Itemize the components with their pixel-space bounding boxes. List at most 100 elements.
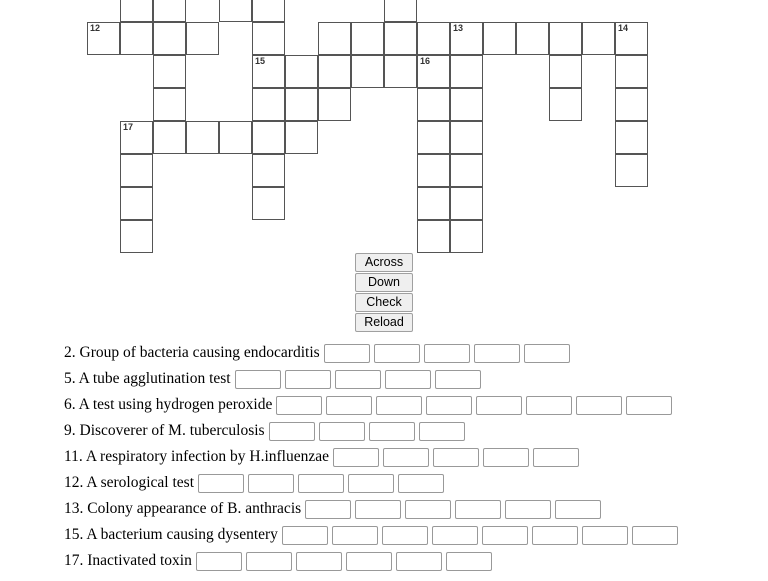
crossword-cell[interactable] <box>549 88 582 121</box>
crossword-cell[interactable] <box>252 0 285 22</box>
crossword-cell[interactable] <box>615 88 648 121</box>
answer-letter-input[interactable] <box>268 421 315 441</box>
answer-letter-input[interactable] <box>434 369 481 389</box>
crossword-cell[interactable] <box>549 22 582 55</box>
answer-letter-input[interactable] <box>483 447 529 467</box>
answer-letter-input[interactable] <box>195 551 242 571</box>
crossword-cell[interactable] <box>186 121 219 154</box>
crossword-cell[interactable] <box>483 22 516 55</box>
crossword-cell[interactable] <box>582 22 615 55</box>
crossword-cell[interactable] <box>285 55 318 88</box>
answer-letter-input[interactable] <box>526 395 573 415</box>
crossword-cell[interactable] <box>450 154 483 187</box>
answer-letter-input[interactable] <box>284 369 331 389</box>
crossword-cell[interactable] <box>450 55 483 88</box>
answer-letter-input[interactable] <box>445 551 492 571</box>
crossword-cell[interactable] <box>417 88 450 121</box>
answer-letter-input[interactable] <box>626 395 673 415</box>
crossword-cell[interactable] <box>417 121 450 154</box>
answer-letter-input[interactable] <box>505 499 552 519</box>
crossword-cell[interactable] <box>120 220 153 253</box>
answer-letter-input[interactable] <box>476 395 523 415</box>
crossword-cell[interactable] <box>417 220 450 253</box>
crossword-cell[interactable]: 15 <box>252 55 285 88</box>
crossword-cell[interactable] <box>450 220 483 253</box>
crossword-cell[interactable] <box>252 154 285 187</box>
crossword-cell[interactable] <box>285 121 318 154</box>
crossword-cell[interactable] <box>417 187 450 220</box>
crossword-cell[interactable] <box>417 22 450 55</box>
answer-letter-input[interactable] <box>423 343 470 363</box>
crossword-cell[interactable] <box>219 121 252 154</box>
answer-letter-input[interactable] <box>281 525 328 545</box>
crossword-cell[interactable] <box>318 88 351 121</box>
crossword-cell[interactable] <box>252 88 285 121</box>
answer-letter-input[interactable] <box>523 343 570 363</box>
across-button[interactable]: Across <box>355 253 413 272</box>
crossword-cell[interactable] <box>384 0 417 22</box>
crossword-cell[interactable] <box>384 22 417 55</box>
answer-letter-input[interactable] <box>631 525 678 545</box>
crossword-cell[interactable] <box>153 121 186 154</box>
answer-letter-input[interactable] <box>555 499 602 519</box>
crossword-cell[interactable] <box>351 22 384 55</box>
answer-letter-input[interactable] <box>481 525 528 545</box>
crossword-cell[interactable] <box>549 55 582 88</box>
crossword-cell[interactable] <box>153 22 186 55</box>
answer-letter-input[interactable] <box>298 473 345 493</box>
crossword-cell[interactable] <box>120 187 153 220</box>
answer-letter-input[interactable] <box>581 525 628 545</box>
crossword-cell[interactable] <box>615 154 648 187</box>
answer-letter-input[interactable] <box>295 551 342 571</box>
answer-letter-input[interactable] <box>198 473 245 493</box>
check-button[interactable]: Check <box>355 293 413 312</box>
crossword-cell[interactable]: 13 <box>450 22 483 55</box>
answer-letter-input[interactable] <box>405 499 452 519</box>
crossword-cell[interactable]: 16 <box>417 55 450 88</box>
crossword-cell[interactable] <box>153 55 186 88</box>
answer-letter-input[interactable] <box>234 369 281 389</box>
crossword-cell[interactable]: 17 <box>120 121 153 154</box>
answer-letter-input[interactable] <box>418 421 465 441</box>
crossword-cell[interactable] <box>186 22 219 55</box>
answer-letter-input[interactable] <box>455 499 502 519</box>
answer-letter-input[interactable] <box>333 447 379 467</box>
crossword-cell[interactable] <box>120 22 153 55</box>
answer-letter-input[interactable] <box>331 525 378 545</box>
answer-letter-input[interactable] <box>305 499 352 519</box>
crossword-cell[interactable] <box>417 154 450 187</box>
answer-letter-input[interactable] <box>576 395 623 415</box>
crossword-cell[interactable] <box>450 88 483 121</box>
crossword-cell[interactable]: 14 <box>615 22 648 55</box>
answer-letter-input[interactable] <box>473 343 520 363</box>
down-button[interactable]: Down <box>355 273 413 292</box>
crossword-cell[interactable] <box>450 187 483 220</box>
crossword-cell[interactable] <box>516 22 549 55</box>
answer-letter-input[interactable] <box>381 525 428 545</box>
answer-letter-input[interactable] <box>345 551 392 571</box>
crossword-cell[interactable] <box>252 22 285 55</box>
crossword-cell[interactable] <box>252 121 285 154</box>
answer-letter-input[interactable] <box>398 473 445 493</box>
answer-letter-input[interactable] <box>373 343 420 363</box>
answer-letter-input[interactable] <box>368 421 415 441</box>
answer-letter-input[interactable] <box>318 421 365 441</box>
answer-letter-input[interactable] <box>533 447 579 467</box>
answer-letter-input[interactable] <box>248 473 295 493</box>
answer-letter-input[interactable] <box>384 369 431 389</box>
answer-letter-input[interactable] <box>326 395 373 415</box>
crossword-cell[interactable] <box>615 55 648 88</box>
reload-button[interactable]: Reload <box>355 313 413 332</box>
crossword-cell[interactable] <box>450 121 483 154</box>
crossword-cell[interactable] <box>120 154 153 187</box>
answer-letter-input[interactable] <box>395 551 442 571</box>
answer-letter-input[interactable] <box>355 499 402 519</box>
answer-letter-input[interactable] <box>276 395 323 415</box>
crossword-cell[interactable] <box>219 0 252 22</box>
crossword-cell[interactable] <box>318 55 351 88</box>
answer-letter-input[interactable] <box>431 525 478 545</box>
answer-letter-input[interactable] <box>334 369 381 389</box>
crossword-cell[interactable] <box>153 88 186 121</box>
crossword-cell[interactable] <box>318 22 351 55</box>
answer-letter-input[interactable] <box>376 395 423 415</box>
